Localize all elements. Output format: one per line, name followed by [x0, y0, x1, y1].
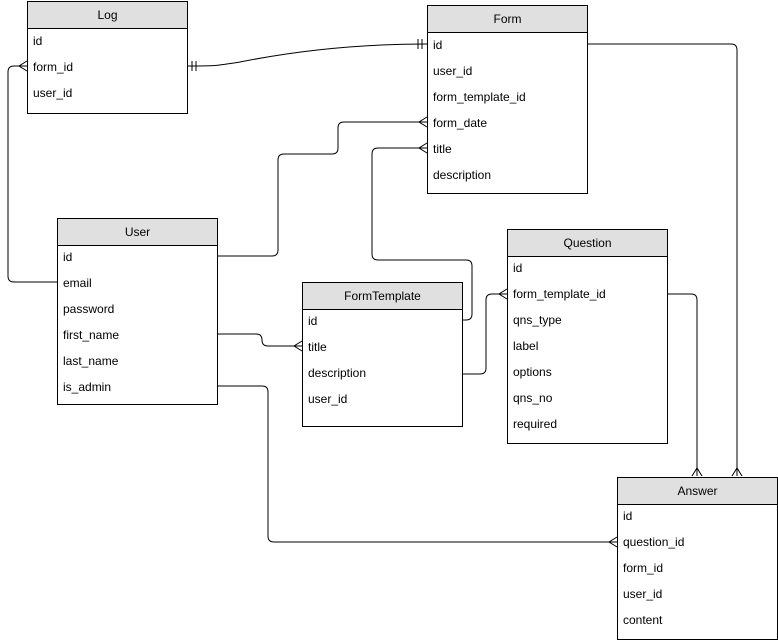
entity-formtemplate[interactable]: FormTemplate id title description user_i…	[302, 282, 463, 427]
attribute: is_admin	[63, 380, 112, 394]
many-marker	[498, 288, 508, 300]
attribute: user_id	[33, 86, 73, 100]
attribute: content	[623, 613, 663, 627]
attribute: qns_no	[513, 391, 553, 405]
entity-title: Question	[508, 230, 667, 257]
entity-user[interactable]: User id email password first_name last_n…	[57, 218, 218, 405]
rel-user-formtemplate	[218, 333, 302, 347]
entity-title: Answer	[618, 478, 777, 505]
rel-formtemplate-form	[371, 147, 473, 321]
entity-title: User	[58, 219, 217, 246]
rel-log-form	[187, 43, 428, 67]
entity-answer[interactable]: Answer id question_id form_id user_id co…	[617, 477, 778, 640]
entity-log[interactable]: Log id form_id user_id	[27, 1, 188, 114]
rel-question-answer	[668, 293, 698, 476]
attribute: title	[308, 340, 327, 354]
attribute: user_id	[623, 587, 663, 601]
attribute: first_name	[63, 328, 120, 342]
attribute: qns_type	[513, 313, 562, 327]
attribute: id	[33, 34, 43, 48]
many-marker	[418, 116, 428, 128]
attribute: email	[63, 276, 92, 290]
many-marker	[731, 467, 743, 477]
rel-user-log	[7, 65, 58, 283]
attribute: form_date	[433, 116, 488, 130]
attribute: form_template_id	[433, 90, 526, 104]
entity-title: FormTemplate	[303, 283, 462, 310]
rel-formtemplate-question	[463, 293, 507, 375]
many-marker	[18, 60, 28, 72]
rel-user-form	[218, 121, 427, 257]
attribute: label	[513, 339, 539, 353]
attribute: id	[63, 250, 73, 264]
attribute: title	[433, 142, 452, 156]
attribute: user_id	[433, 64, 473, 78]
entity-title: Log	[28, 2, 187, 29]
many-marker	[608, 536, 618, 548]
attribute: last_name	[63, 354, 119, 368]
attribute: form_template_id	[513, 287, 606, 301]
attribute: id	[308, 314, 318, 328]
attribute: id	[623, 509, 633, 523]
attribute: form_id	[33, 60, 74, 74]
many-marker	[691, 467, 703, 477]
entity-question[interactable]: Question id form_template_id qns_type la…	[507, 229, 668, 444]
entity-form[interactable]: Form id user_id form_template_id form_da…	[427, 5, 588, 194]
rel-user-answer	[218, 385, 617, 543]
attribute: question_id	[623, 535, 685, 549]
rel-form-answer	[588, 43, 738, 476]
attribute: description	[308, 366, 367, 380]
attribute: options	[513, 365, 552, 379]
attribute: user_id	[308, 392, 348, 406]
many-marker	[293, 340, 303, 352]
attribute: password	[63, 302, 115, 316]
attribute: required	[513, 417, 558, 431]
attribute: form_id	[623, 561, 664, 575]
attribute: description	[433, 168, 492, 182]
attribute: id	[513, 261, 523, 275]
attribute: id	[433, 38, 443, 52]
many-marker	[418, 142, 428, 154]
entity-title: Form	[428, 6, 587, 33]
